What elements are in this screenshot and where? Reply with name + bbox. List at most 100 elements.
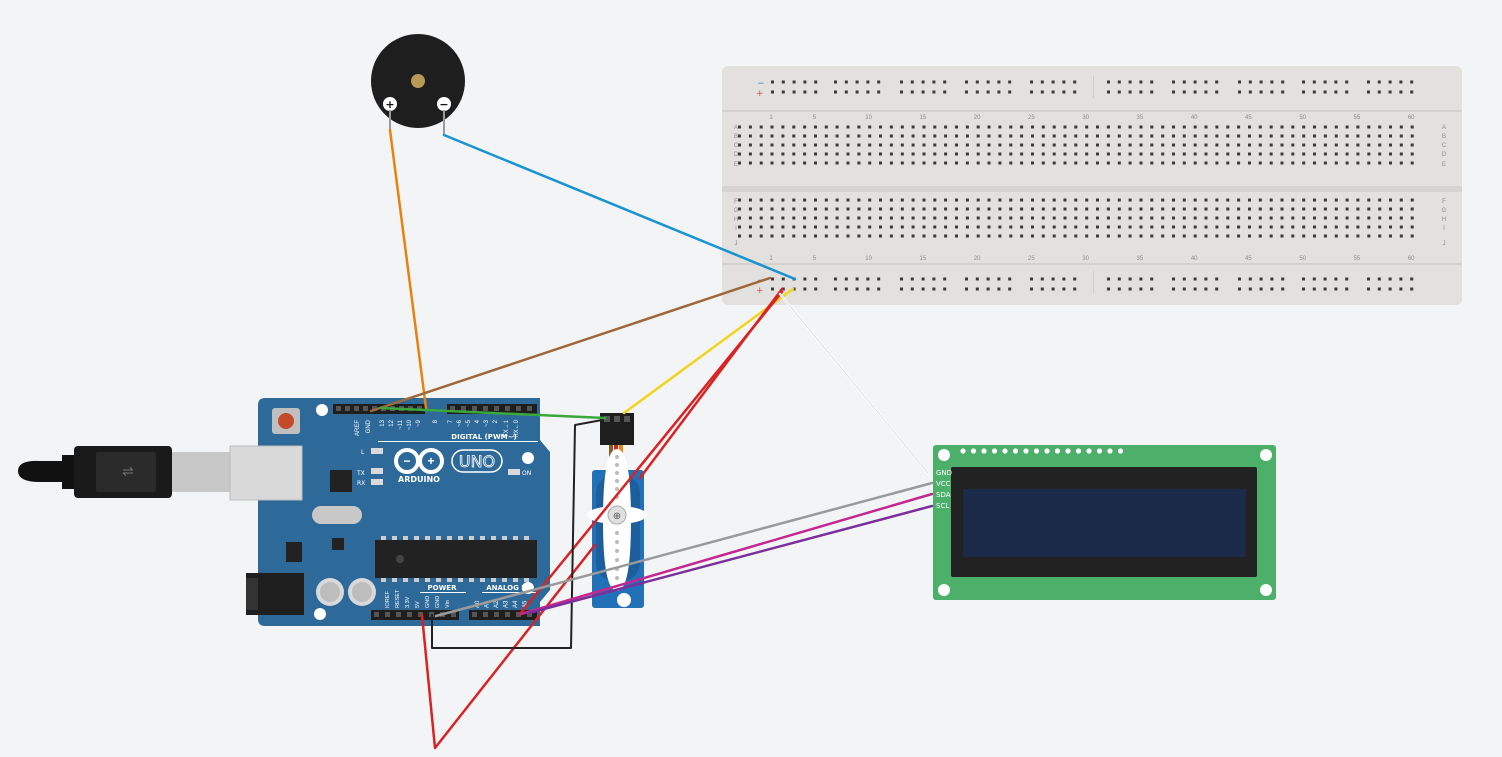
breadboard-hole[interactable]	[1009, 207, 1013, 211]
rail-hole[interactable]	[1312, 80, 1316, 84]
breadboard-hole[interactable]	[1345, 207, 1349, 211]
breadboard-hole[interactable]	[1041, 161, 1045, 165]
breadboard-hole[interactable]	[1172, 234, 1175, 238]
rail-hole[interactable]	[986, 287, 990, 291]
breadboard-hole[interactable]	[1063, 225, 1067, 229]
breadboard-hole[interactable]	[1009, 216, 1013, 220]
breadboard-hole[interactable]	[1182, 225, 1186, 229]
breadboard-hole[interactable]	[1269, 134, 1273, 138]
rail-hole[interactable]	[997, 277, 1001, 281]
breadboard-hole[interactable]	[1313, 216, 1316, 220]
breadboard-hole[interactable]	[1150, 207, 1154, 211]
breadboard-hole[interactable]	[1193, 198, 1197, 202]
breadboard-hole[interactable]	[965, 234, 969, 238]
rail-hole[interactable]	[910, 287, 914, 291]
breadboard-hole[interactable]	[1063, 152, 1067, 156]
rail-hole[interactable]	[1117, 287, 1121, 291]
rail-hole[interactable]	[1107, 90, 1110, 94]
breadboard-hole[interactable]	[868, 216, 872, 220]
breadboard-hole[interactable]	[998, 143, 1002, 147]
breadboard-hole[interactable]	[1204, 125, 1208, 129]
breadboard-hole[interactable]	[1410, 234, 1414, 238]
breadboard-hole[interactable]	[1074, 234, 1078, 238]
breadboard-hole[interactable]	[1367, 225, 1371, 229]
breadboard-hole[interactable]	[879, 134, 882, 138]
breadboard-hole[interactable]	[889, 198, 893, 202]
breadboard-hole[interactable]	[1302, 234, 1306, 238]
digital-pin-hole[interactable]	[450, 406, 455, 411]
breadboard-hole[interactable]	[1193, 143, 1197, 147]
breadboard-hole[interactable]	[1009, 161, 1013, 165]
rail-hole[interactable]	[1150, 287, 1154, 291]
rail-hole[interactable]	[1182, 287, 1186, 291]
rail-hole[interactable]	[1367, 80, 1370, 84]
breadboard-hole[interactable]	[1389, 125, 1392, 129]
breadboard-hole[interactable]	[1204, 198, 1208, 202]
breadboard-hole[interactable]	[1378, 152, 1382, 156]
breadboard-hole[interactable]	[965, 198, 969, 202]
rail-hole[interactable]	[834, 287, 837, 291]
breadboard-hole[interactable]	[748, 198, 752, 202]
breadboard-hole[interactable]	[955, 143, 958, 147]
breadboard-hole[interactable]	[879, 125, 882, 129]
rail-hole[interactable]	[1204, 287, 1208, 291]
rail-hole[interactable]	[975, 80, 979, 84]
rail-hole[interactable]	[1107, 80, 1110, 84]
breadboard-hole[interactable]	[1356, 125, 1360, 129]
rail-hole[interactable]	[975, 90, 979, 94]
breadboard-hole[interactable]	[1172, 207, 1175, 211]
rail-hole[interactable]	[965, 287, 968, 291]
breadboard-hole[interactable]	[792, 152, 796, 156]
breadboard-hole[interactable]	[1334, 207, 1338, 211]
rail-hole[interactable]	[900, 80, 903, 84]
rail-hole[interactable]	[866, 287, 870, 291]
breadboard-hole[interactable]	[1367, 125, 1371, 129]
rail-hole[interactable]	[1139, 90, 1143, 94]
breadboard-hole[interactable]	[1323, 161, 1327, 165]
breadboard-hole[interactable]	[1096, 198, 1099, 202]
breadboard-hole[interactable]	[1237, 207, 1241, 211]
breadboard-hole[interactable]	[1031, 216, 1034, 220]
rail-hole[interactable]	[943, 80, 947, 84]
breadboard-hole[interactable]	[1106, 234, 1110, 238]
breadboard-hole[interactable]	[1399, 225, 1403, 229]
breadboard-hole[interactable]	[824, 161, 828, 165]
breadboard-hole[interactable]	[1009, 225, 1013, 229]
breadboard-hole[interactable]	[1041, 216, 1045, 220]
rail-hole[interactable]	[1139, 80, 1143, 84]
breadboard-hole[interactable]	[1085, 134, 1089, 138]
breadboard-hole[interactable]	[814, 134, 817, 138]
breadboard-hole[interactable]	[1258, 161, 1262, 165]
rail-hole[interactable]	[1051, 277, 1055, 281]
breadboard-hole[interactable]	[868, 143, 872, 147]
breadboard-hole[interactable]	[1020, 125, 1024, 129]
breadboard-hole[interactable]	[814, 152, 817, 156]
breadboard-hole[interactable]	[759, 207, 763, 211]
rail-hole[interactable]	[866, 80, 870, 84]
rail-hole[interactable]	[1410, 277, 1414, 281]
rail-hole[interactable]	[855, 90, 859, 94]
breadboard-hole[interactable]	[770, 225, 774, 229]
rail-hole[interactable]	[1312, 287, 1316, 291]
breadboard-hole[interactable]	[1009, 143, 1013, 147]
breadboard-hole[interactable]	[738, 161, 741, 165]
breadboard-hole[interactable]	[976, 216, 980, 220]
breadboard-hole[interactable]	[1052, 134, 1056, 138]
breadboard-hole[interactable]	[900, 143, 904, 147]
breadboard-hole[interactable]	[1193, 225, 1197, 229]
breadboard-hole[interactable]	[1226, 207, 1230, 211]
breadboard-hole[interactable]	[889, 134, 893, 138]
rail-hole[interactable]	[1377, 90, 1381, 94]
breadboard-hole[interactable]	[868, 198, 872, 202]
breadboard-hole[interactable]	[1052, 161, 1056, 165]
wire-gnd-to-servo[interactable]	[431, 419, 603, 649]
breadboard-hole[interactable]	[792, 125, 796, 129]
breadboard-hole[interactable]	[1096, 161, 1099, 165]
wire-servo-to-rail[interactable]	[622, 287, 795, 415]
breadboard-hole[interactable]	[1139, 234, 1143, 238]
breadboard-hole[interactable]	[1237, 152, 1241, 156]
breadboard-hole[interactable]	[1313, 134, 1316, 138]
breadboard-hole[interactable]	[1345, 161, 1349, 165]
breadboard-hole[interactable]	[1248, 225, 1251, 229]
breadboard-hole[interactable]	[1193, 152, 1197, 156]
